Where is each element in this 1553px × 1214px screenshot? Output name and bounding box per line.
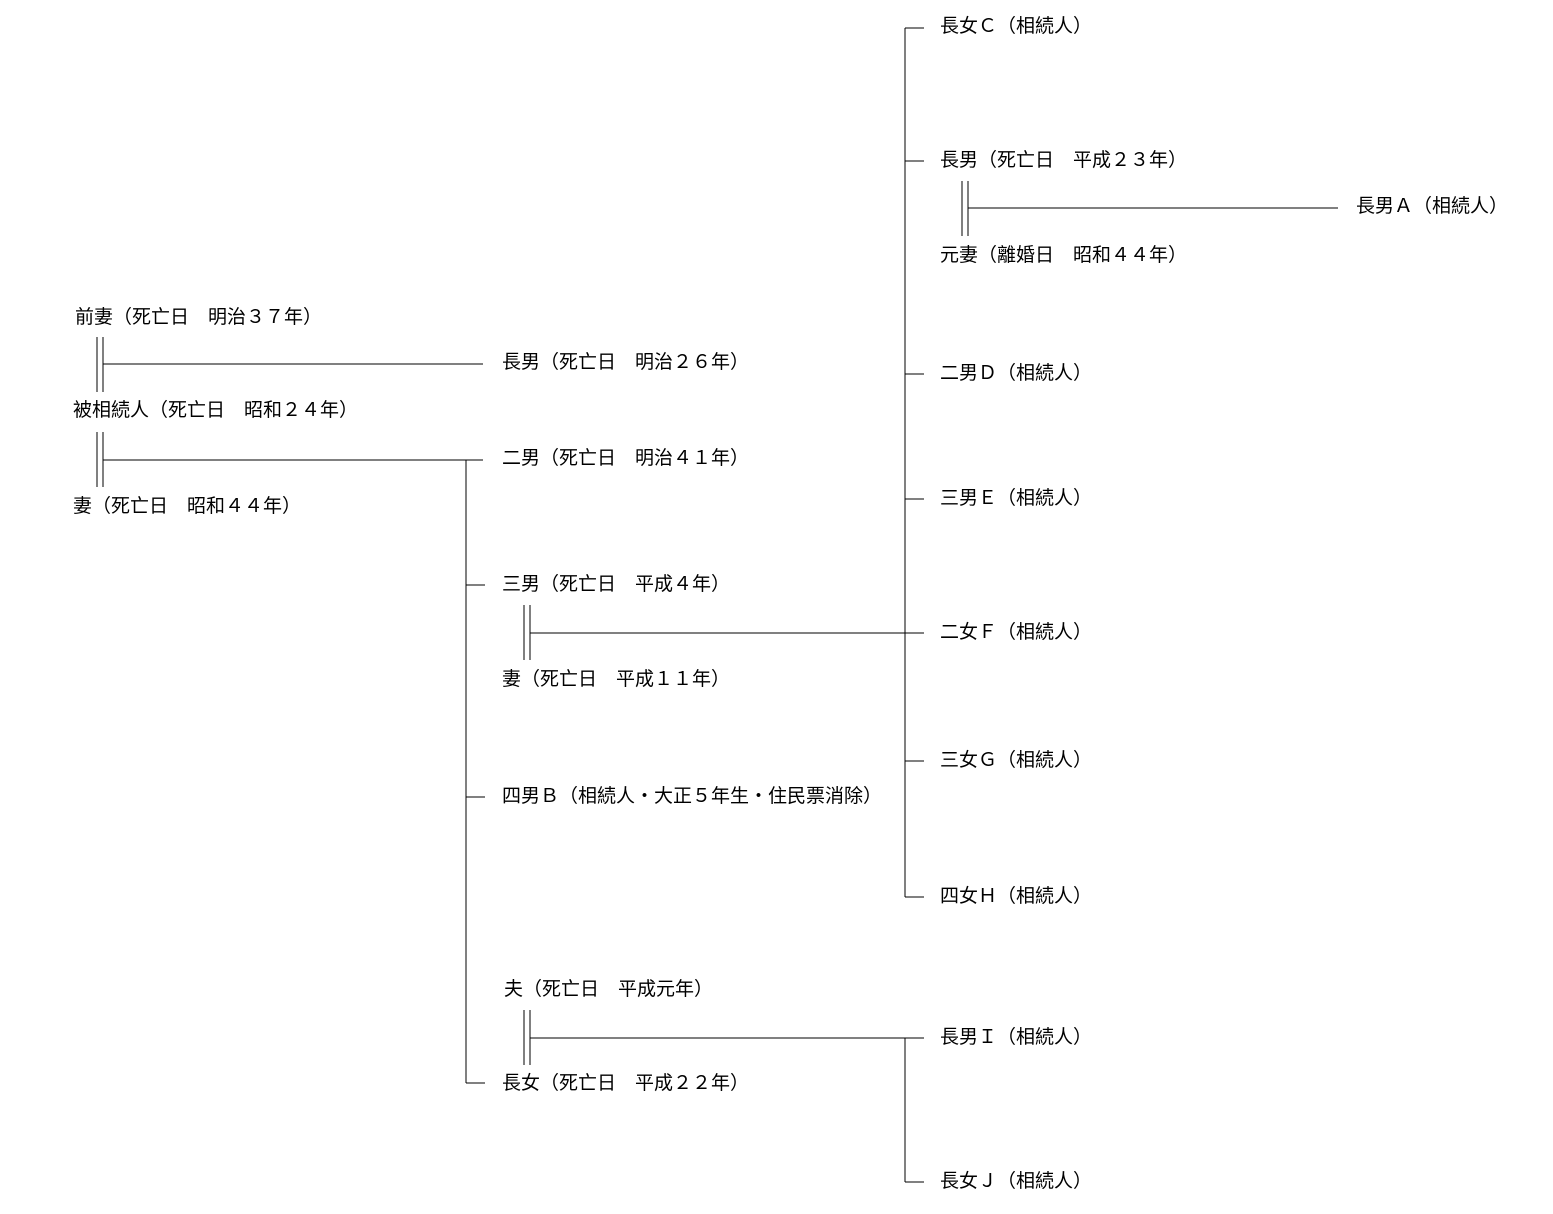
eldest-daughter-label: 長女（死亡日 平成２２年）: [502, 1072, 750, 1094]
third-son-e-label: 三男Ｅ（相続人）: [940, 487, 1093, 509]
fourth-daughter-h-label: 四女Ｈ（相続人）: [940, 885, 1093, 907]
grand-eldest-son-label: 長男（死亡日 平成２３年）: [940, 149, 1188, 171]
second-daughter-f-label: 二女Ｆ（相続人）: [940, 621, 1093, 643]
decedent-label: 被相続人（死亡日 昭和２４年）: [73, 399, 359, 421]
wife-label: 妻（死亡日 昭和４４年）: [73, 495, 302, 517]
eldest-daughter-j-label: 長女Ｊ（相続人）: [940, 1170, 1093, 1192]
eldest-son-i-label: 長男Ｉ（相続人）: [940, 1026, 1093, 1048]
eldest-son-a-label: 長男Ａ（相続人）: [1356, 195, 1509, 217]
second-son-d-label: 二男Ｄ（相続人）: [940, 362, 1093, 384]
husband-label: 夫（死亡日 平成元年）: [504, 978, 714, 1000]
third-daughter-g-label: 三女Ｇ（相続人）: [940, 749, 1093, 771]
third-son-wife-label: 妻（死亡日 平成１１年）: [502, 668, 731, 690]
first-son-label: 長男（死亡日 明治２６年）: [502, 351, 750, 373]
fourth-son-b-label: 四男Ｂ（相続人・大正５年生・住民票消除）: [502, 785, 883, 807]
second-son-label: 二男（死亡日 明治４１年）: [502, 447, 750, 469]
former-wife-label: 前妻（死亡日 明治３７年）: [75, 306, 323, 328]
former-wife-2-label: 元妻（離婚日 昭和４４年）: [940, 244, 1188, 266]
third-son-label: 三男（死亡日 平成４年）: [502, 573, 731, 595]
eldest-daughter-c-label: 長女Ｃ（相続人）: [940, 15, 1093, 37]
